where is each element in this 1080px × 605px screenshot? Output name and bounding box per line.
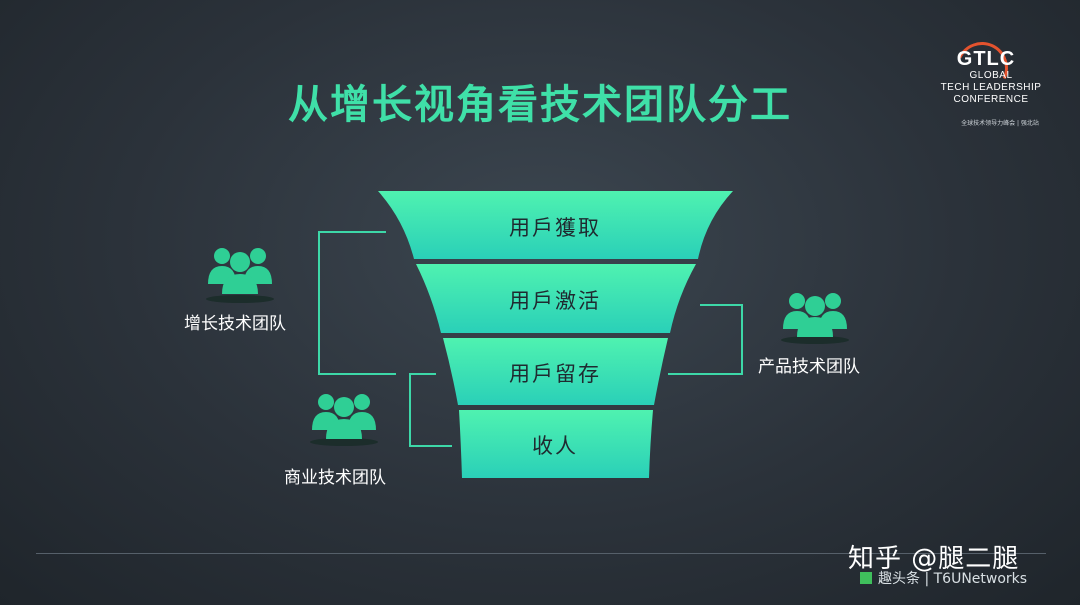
product-team-label: 产品技术团队 <box>758 357 860 377</box>
business-bracket <box>409 373 452 447</box>
growth-team-label: 增长技术团队 <box>184 314 286 334</box>
growth-people-icon <box>206 248 274 303</box>
footer-divider <box>36 553 1046 554</box>
logo-main: GTLC <box>956 48 1016 70</box>
funnel-stage-4 <box>459 410 653 478</box>
stage-label-activation: 用戶激活 <box>509 289 601 313</box>
watermark: 知乎 @腿二腿 <box>848 544 1020 574</box>
business-people-icon <box>310 394 378 446</box>
sponsor-text: 趣头条 | T6UNetworks <box>878 571 1028 587</box>
funnel-stage-3 <box>443 338 668 405</box>
sponsor-logo-icon <box>860 572 872 584</box>
stage-label-acquisition: 用戶獲取 <box>509 216 601 240</box>
product-people-icon <box>781 293 849 344</box>
growth-bracket <box>318 231 396 375</box>
funnel-stage-2 <box>416 264 696 333</box>
business-team-label: 商业技术团队 <box>284 468 386 488</box>
stage-label-revenue: 收人 <box>532 434 578 458</box>
funnel-stage-1 <box>378 191 733 259</box>
product-bracket <box>668 304 743 375</box>
gtlc-logo: GTLC GLOBAL TECH LEADERSHIP CONFERENCE 全… <box>936 34 1056 128</box>
logo-line-2: TECH LEADERSHIP <box>940 82 1042 93</box>
sponsor-bar: 趣头条 | T6UNetworks <box>860 568 1027 588</box>
slide-title: 从增长视角看技术团队分工 <box>288 82 792 128</box>
logo-line-1: GLOBAL <box>969 70 1013 81</box>
logo-sub: 全球技术领导力峰会 | 强北站 <box>961 120 1039 127</box>
logo-line-3: CONFERENCE <box>953 94 1029 105</box>
stage-label-retention: 用戶留存 <box>509 362 601 386</box>
